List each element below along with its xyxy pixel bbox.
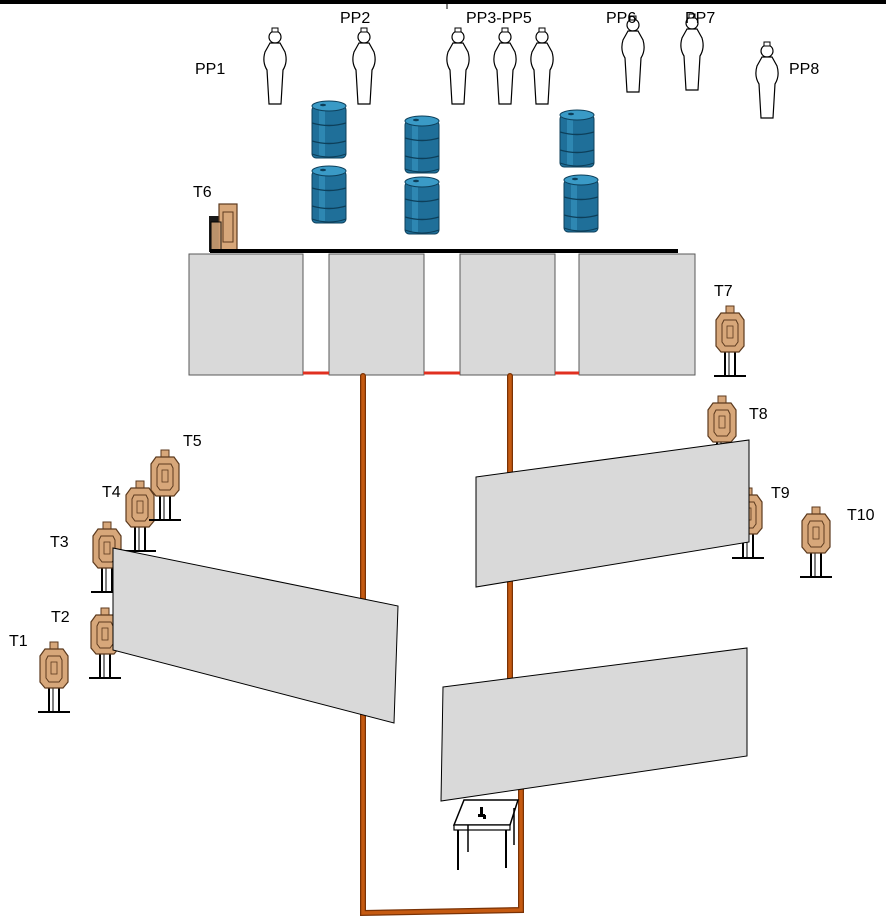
start-table-icon <box>452 799 520 870</box>
target-t10 <box>799 506 833 578</box>
popper-pp8 <box>755 41 779 119</box>
target-t7 <box>713 305 747 377</box>
popper-pp1 <box>263 27 287 105</box>
popper-pp5 <box>530 27 554 105</box>
popper-pp2 <box>352 27 376 105</box>
label-pp2: PP2 <box>340 10 370 27</box>
label-t7: T7 <box>714 283 733 300</box>
label-t3: T3 <box>50 534 69 551</box>
popper-pp4 <box>493 27 517 105</box>
label-pp3-pp5: PP3-PP5 <box>466 10 532 27</box>
label-t10: T10 <box>847 507 875 524</box>
popper-pp6 <box>621 15 645 93</box>
label-pp1: PP1 <box>195 61 225 78</box>
label-t5: T5 <box>183 433 202 450</box>
pistol-icon <box>478 807 486 819</box>
target-t4 <box>123 480 157 552</box>
target-t6 <box>209 203 238 253</box>
label-pp7: PP7 <box>685 10 715 27</box>
target-t1 <box>37 641 71 713</box>
back-wall <box>188 253 696 376</box>
right-upper-angled-wall <box>475 439 750 588</box>
barrel-icon <box>404 115 440 174</box>
barrel-icon <box>404 176 440 235</box>
barrel-icon <box>311 165 347 224</box>
label-t4: T4 <box>102 484 121 501</box>
label-t1: T1 <box>9 633 28 650</box>
label-t6: T6 <box>193 184 212 201</box>
barrel-icon <box>311 100 347 159</box>
label-pp6: PP6 <box>606 10 636 27</box>
barrel-icon <box>559 109 595 168</box>
label-pp8: PP8 <box>789 61 819 78</box>
top-border <box>0 0 886 4</box>
barrel-icon <box>563 174 599 233</box>
popper-pp3 <box>446 27 470 105</box>
left-angled-wall <box>112 547 399 724</box>
label-t9: T9 <box>771 485 790 502</box>
right-lower-angled-wall <box>440 647 748 802</box>
label-t2: T2 <box>51 609 70 626</box>
label-t8: T8 <box>749 406 768 423</box>
